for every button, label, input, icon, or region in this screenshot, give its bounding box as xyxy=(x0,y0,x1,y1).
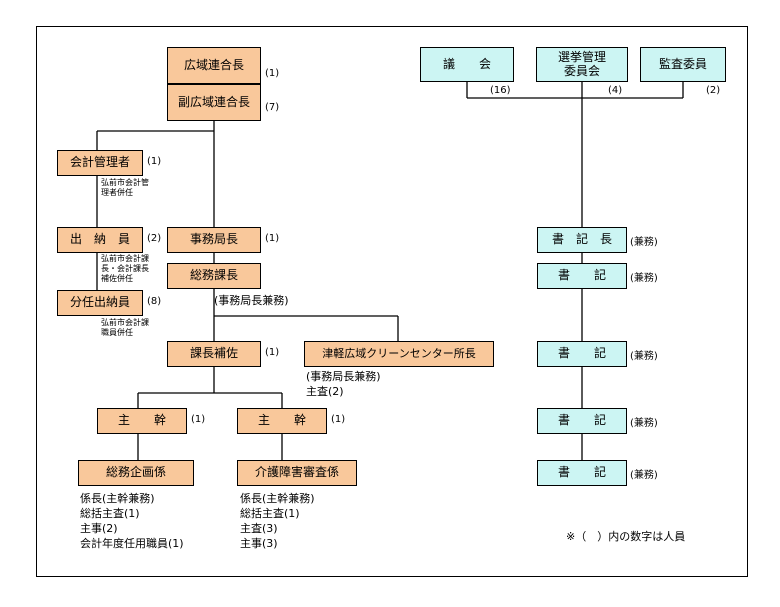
chief-1-box: 主 幹 xyxy=(97,408,187,434)
deputy-head-count: (1) xyxy=(265,347,280,358)
clerk-head-label: 書 記 長 xyxy=(551,232,612,247)
accounting-manager-note: 弘前市会計管 理者併任 xyxy=(101,178,149,197)
clerk-1-label: 書 記 xyxy=(557,268,606,283)
accounting-manager-count: (1) xyxy=(147,156,162,167)
clean-center-note: (事務局長兼務) 主査(2) xyxy=(306,370,381,398)
org-chart-frame xyxy=(36,26,748,577)
chief-2-count: (1) xyxy=(331,414,346,425)
chairman-count: (1) xyxy=(265,68,280,79)
accounting-manager-box: 会計管理者 xyxy=(57,150,143,176)
chief-2-label: 主 幹 xyxy=(257,413,306,428)
election-committee-count: (4) xyxy=(608,85,623,96)
chairman-label: 広域連合長 xyxy=(183,57,244,72)
sub-cashier-box: 分任出納員 xyxy=(57,290,143,316)
secretariat-head-box: 事務局長 xyxy=(167,227,261,253)
sub-cashier-label: 分任出納員 xyxy=(69,295,130,310)
care-section-box: 介護障害審査係 xyxy=(237,460,357,486)
election-committee-box: 選挙管理 委員会 xyxy=(536,47,628,82)
auditors-count: (2) xyxy=(706,85,721,96)
clerk-3-count: (兼務) xyxy=(630,418,658,429)
chairman-box: 広域連合長 xyxy=(167,47,261,84)
auditors-label: 監査委員 xyxy=(658,56,707,71)
clean-center-box: 津軽広域クリーンセンター所長 xyxy=(304,341,494,367)
general-affairs-head-box: 総務課長 xyxy=(167,263,261,289)
accounting-manager-label: 会計管理者 xyxy=(69,155,130,170)
secretariat-head-count: (1) xyxy=(265,233,280,244)
clerk-2-box: 書 記 xyxy=(537,341,627,367)
clerk-3-label: 書 記 xyxy=(557,413,606,428)
clerk-2-count: (兼務) xyxy=(630,351,658,362)
clean-center-label: 津軽広域クリーンセンター所長 xyxy=(322,346,476,360)
planning-section-box: 総務企画係 xyxy=(78,460,194,486)
clerk-1-box: 書 記 xyxy=(537,263,627,289)
assembly-box: 議 会 xyxy=(420,47,514,82)
cashier-label: 出 納 員 xyxy=(69,232,130,247)
general-affairs-head-count: (事務局長兼務) xyxy=(214,294,289,307)
clerk-1-count: (兼務) xyxy=(630,273,658,284)
clerk-4-label: 書 記 xyxy=(557,465,606,480)
care-section-label: 介護障害審査係 xyxy=(254,465,339,480)
election-committee-label: 選挙管理 委員会 xyxy=(557,49,606,78)
deputy-head-label: 課長補佐 xyxy=(189,346,238,361)
cashier-box: 出 納 員 xyxy=(57,227,143,253)
cashier-count: (2) xyxy=(147,233,162,244)
clerk-3-box: 書 記 xyxy=(537,408,627,434)
planning-section-label: 総務企画係 xyxy=(105,465,166,480)
clerk-4-count: (兼務) xyxy=(630,470,658,481)
footnote: ※（ ）内の数字は人員 xyxy=(566,530,686,543)
secretariat-head-label: 事務局長 xyxy=(189,232,238,247)
clerk-2-label: 書 記 xyxy=(557,346,606,361)
cashier-note: 弘前市会計課 長・会計課長 補佐併任 xyxy=(101,254,149,283)
sub-cashier-note: 弘前市会計課 職員併任 xyxy=(101,318,149,337)
auditors-box: 監査委員 xyxy=(640,47,726,82)
planning-section-note: 係長(主幹兼務) 総括主査(1) 主事(2) 会計年度任用職員(1) xyxy=(80,492,184,550)
assembly-count: (16) xyxy=(490,85,511,96)
chief-1-count: (1) xyxy=(191,414,206,425)
deputy-head-box: 課長補佐 xyxy=(167,341,261,367)
clerk-head-count: (兼務) xyxy=(630,237,658,248)
chief-2-box: 主 幹 xyxy=(237,408,327,434)
assembly-label: 議 会 xyxy=(442,56,491,71)
vice-chairman-label: 副広域連合長 xyxy=(177,94,250,109)
vice-chairman-count: (7) xyxy=(265,102,280,113)
sub-cashier-count: (8) xyxy=(147,296,162,307)
chief-1-label: 主 幹 xyxy=(117,413,166,428)
general-affairs-head-label: 総務課長 xyxy=(189,268,238,283)
care-section-note: 係長(主幹兼務) 総括主査(1) 主査(3) 主事(3) xyxy=(240,492,315,550)
vice-chairman-box: 副広域連合長 xyxy=(167,84,261,121)
clerk-head-box: 書 記 長 xyxy=(537,227,627,253)
clerk-4-box: 書 記 xyxy=(537,460,627,486)
